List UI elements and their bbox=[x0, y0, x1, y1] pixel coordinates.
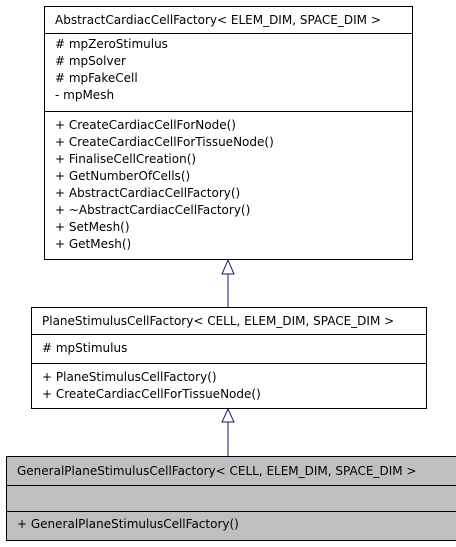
method: + GetMesh() bbox=[55, 237, 132, 251]
method: + CreateCardiacCellForNode() bbox=[55, 118, 236, 132]
class-general-plane-stimulus-cell-factory[interactable]: GeneralPlaneStimulusCellFactory< CELL, E… bbox=[6, 456, 456, 541]
inheritance-arrowhead bbox=[221, 407, 235, 423]
edge-plane-to-abstract bbox=[221, 258, 235, 307]
class-name: GeneralPlaneStimulusCellFactory< CELL, E… bbox=[7, 457, 456, 486]
attributes-section: # mpStimulus bbox=[32, 335, 426, 364]
attribute: # mpStimulus bbox=[42, 341, 128, 355]
method: + FinaliseCellCreation() bbox=[55, 152, 197, 166]
attributes-section: # mpZeroStimulus # mpSolver # mpFakeCell… bbox=[45, 34, 412, 112]
method: + PlaneStimulusCellFactory() bbox=[42, 370, 217, 384]
attributes-section bbox=[7, 486, 456, 512]
inheritance-arrowhead bbox=[221, 258, 235, 275]
class-abstract-cardiac-cell-factory[interactable]: AbstractCardiacCellFactory< ELEM_DIM, SP… bbox=[44, 6, 413, 260]
class-name: AbstractCardiacCellFactory< ELEM_DIM, SP… bbox=[45, 7, 412, 34]
methods-section: + GeneralPlaneStimulusCellFactory() bbox=[7, 512, 456, 535]
attribute: # mpZeroStimulus bbox=[55, 37, 168, 51]
attribute: # mpSolver bbox=[55, 54, 126, 68]
methods-section: + PlaneStimulusCellFactory() + CreateCar… bbox=[32, 364, 426, 405]
method: + GeneralPlaneStimulusCellFactory() bbox=[17, 517, 239, 531]
class-name: PlaneStimulusCellFactory< CELL, ELEM_DIM… bbox=[32, 308, 426, 335]
method: + CreateCardiacCellForTissueNode() bbox=[55, 135, 274, 149]
attribute: # mpFakeCell bbox=[55, 71, 138, 85]
edge-general-to-plane bbox=[221, 407, 235, 456]
method: + AbstractCardiacCellFactory() bbox=[55, 186, 241, 200]
methods-section: + CreateCardiacCellForNode() + CreateCar… bbox=[45, 112, 412, 255]
method: + SetMesh() bbox=[55, 220, 130, 234]
method: + ~AbstractCardiacCellFactory() bbox=[55, 203, 251, 217]
method: + CreateCardiacCellForTissueNode() bbox=[42, 387, 261, 401]
attribute: - mpMesh bbox=[55, 88, 115, 102]
class-plane-stimulus-cell-factory[interactable]: PlaneStimulusCellFactory< CELL, ELEM_DIM… bbox=[31, 307, 427, 409]
method: + GetNumberOfCells() bbox=[55, 169, 191, 183]
